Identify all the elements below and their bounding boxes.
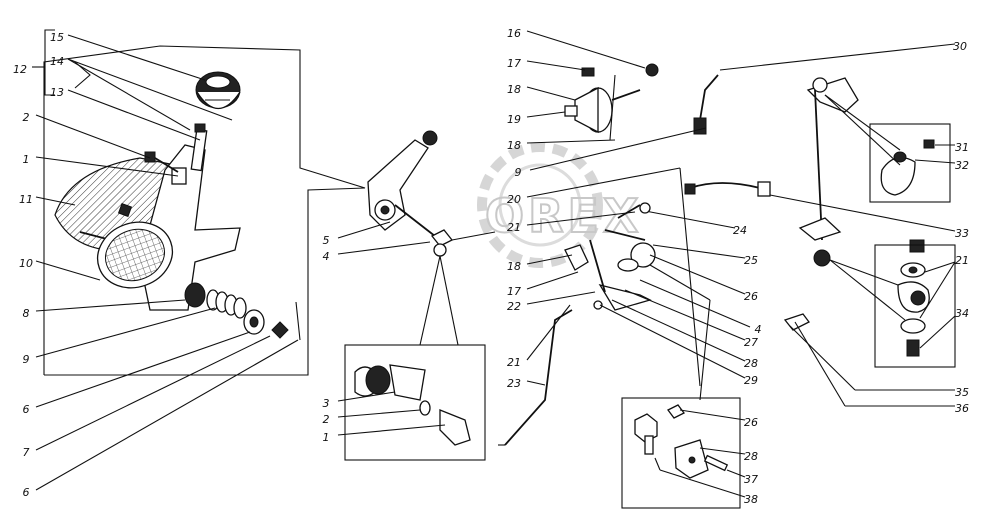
callout-c25: 25 <box>744 254 758 267</box>
callout-c32: 32 <box>955 159 969 172</box>
callout-c35: 35 <box>955 386 969 399</box>
callout-c19: 19 <box>507 113 521 126</box>
callout-c21a: 21 <box>507 221 521 234</box>
rod-30 <box>529 43 956 171</box>
right-assembly <box>783 77 956 407</box>
callout-c22: 22 <box>507 300 521 313</box>
callout-c6a: 6 <box>23 403 30 416</box>
center-lever <box>337 130 496 346</box>
callout-c26b: 26 <box>744 416 758 429</box>
callout-c2a: 2 <box>23 111 30 124</box>
callout-c13: 13 <box>50 86 64 99</box>
callout-c30: 30 <box>953 40 967 53</box>
callout-c18b: 18 <box>507 139 521 152</box>
callout-c7: 7 <box>23 446 30 459</box>
callout-c21c: 21 <box>955 254 969 267</box>
callout-c10: 10 <box>19 257 33 270</box>
callout-c17b: 17 <box>507 285 521 298</box>
callout-c31: 31 <box>955 141 969 154</box>
callout-c33: 33 <box>955 227 969 240</box>
callout-c1a: 1 <box>23 153 30 166</box>
watermark-text: OREX <box>485 189 642 243</box>
reflector-disc <box>97 221 173 289</box>
bottom-detail-box <box>621 397 746 509</box>
callout-c2b: 2 <box>323 413 330 426</box>
callout-c3: 3 <box>323 397 330 410</box>
callout-c38: 38 <box>744 493 758 506</box>
callout-c16: 16 <box>507 27 521 40</box>
center-detail-box <box>337 344 486 461</box>
callout-labels: 1514121321111089676543211617181918920211… <box>13 27 969 506</box>
callout-c4b: 4 <box>755 323 762 336</box>
callout-c8: 8 <box>23 307 30 320</box>
callout-c9: 9 <box>23 353 30 366</box>
callout-c21b: 21 <box>507 356 521 369</box>
callout-c26a: 26 <box>744 290 758 303</box>
callout-c4a: 4 <box>323 250 330 263</box>
callout-c5: 5 <box>323 234 330 247</box>
callout-c29: 29 <box>744 374 758 387</box>
mount-screw <box>190 123 208 172</box>
callout-c1b: 1 <box>323 431 330 444</box>
callout-c9b: 9 <box>515 166 522 179</box>
left-leaders <box>35 34 299 491</box>
callout-c28b: 28 <box>744 450 758 463</box>
bolt-1-2 <box>144 151 187 185</box>
hose-33 <box>684 181 956 232</box>
callout-c37: 37 <box>744 473 758 486</box>
spring-washers <box>184 282 301 341</box>
callout-c17a: 17 <box>507 57 521 70</box>
callout-c36: 36 <box>955 402 969 415</box>
callout-c18a: 18 <box>507 83 521 96</box>
callout-c28a: 28 <box>744 357 758 370</box>
callout-c18c: 18 <box>507 260 521 273</box>
callout-c12: 12 <box>13 63 27 76</box>
callout-c15: 15 <box>50 31 64 44</box>
callout-c24: 24 <box>733 224 747 237</box>
center-right-linkage <box>498 167 751 446</box>
callout-c27: 27 <box>744 336 758 349</box>
callout-c11: 11 <box>19 193 33 206</box>
lamp-cap <box>195 71 241 109</box>
brake-chamber <box>526 30 659 144</box>
callout-c34: 34 <box>955 307 969 320</box>
callout-c20: 20 <box>507 193 521 206</box>
callout-c14: 14 <box>50 55 64 68</box>
callout-c6b: 6 <box>23 486 30 499</box>
watermark: OREX <box>477 142 642 268</box>
callout-c23: 23 <box>507 377 521 390</box>
